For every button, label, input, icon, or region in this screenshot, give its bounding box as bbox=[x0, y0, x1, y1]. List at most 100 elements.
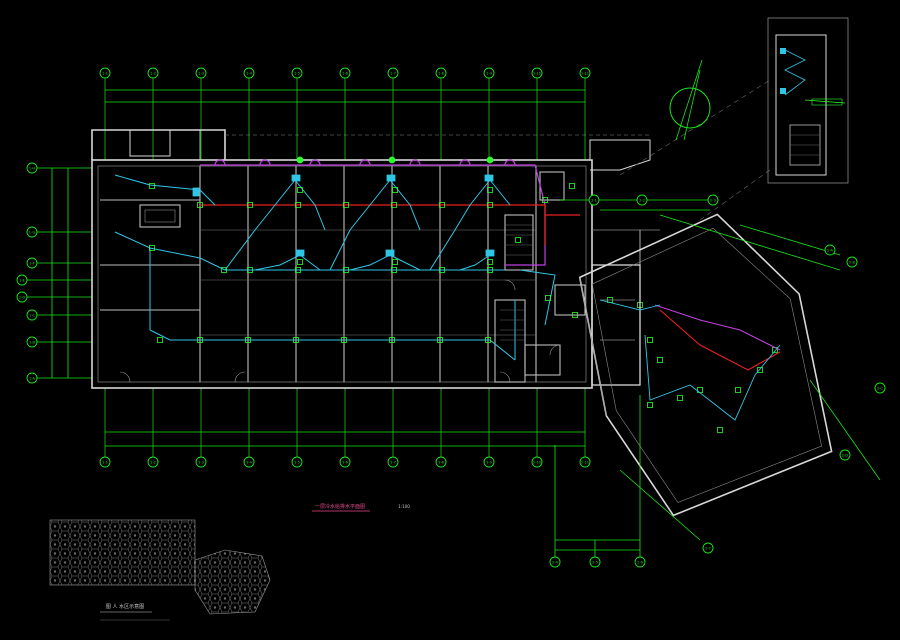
fixture-marker bbox=[487, 267, 493, 273]
axis-bubble-wing: 2-1 bbox=[588, 194, 600, 206]
axis-label: 1-8 bbox=[438, 461, 445, 465]
axis-bubble-top: 1-5 bbox=[291, 67, 303, 160]
fixture-marker bbox=[542, 197, 548, 203]
hatch-legend: 图 人 水区示意图 bbox=[49, 519, 271, 621]
axis-bubble-top: 1-11 bbox=[579, 67, 591, 160]
fixture-marker bbox=[392, 187, 398, 193]
fixture-marker bbox=[657, 357, 663, 363]
axis-label: 1-7 bbox=[390, 72, 396, 76]
axis-bubble-top: 1-6 bbox=[339, 67, 351, 160]
axis-bubble-wing: 2-4 bbox=[549, 556, 561, 568]
axis-label: 2-5 bbox=[592, 561, 598, 565]
axis-bubble-left: 1-A bbox=[26, 372, 92, 384]
axis-label: 1-11 bbox=[581, 72, 589, 76]
fixture-marker bbox=[439, 267, 445, 273]
fixture-markers bbox=[149, 183, 778, 433]
fixture-marker bbox=[439, 202, 445, 208]
fixture-marker bbox=[569, 183, 575, 189]
fixture-marker bbox=[647, 402, 653, 408]
fixture-marker bbox=[245, 337, 251, 343]
axis-bubble-wing: 2-7 bbox=[702, 542, 714, 554]
axis-bubble-left: 1-B bbox=[26, 336, 92, 348]
axis-bubble-wing: 2-6 bbox=[634, 556, 646, 568]
axis-bubble-left: 1-E bbox=[16, 274, 92, 286]
drawing-scale: 1:100 bbox=[398, 504, 410, 509]
axis-label: 1-G bbox=[29, 231, 36, 235]
axis-label: 1-10 bbox=[533, 461, 542, 465]
axis-bubble-left: 1-H bbox=[26, 162, 92, 174]
axis-label: 1-9 bbox=[486, 461, 493, 465]
axis-bubble-bottom: 1-7 bbox=[387, 388, 399, 468]
axis-bubble-bottom: 1-3 bbox=[195, 388, 207, 468]
fixture-marker bbox=[297, 259, 303, 265]
axis-bubble-top: 1-9 bbox=[483, 67, 495, 160]
fixture-marker bbox=[487, 187, 493, 193]
axis-bubble-top: 1-2 bbox=[147, 67, 159, 160]
fixture-marker bbox=[295, 202, 301, 208]
axis-label: 1-3 bbox=[198, 461, 204, 465]
axis-label: 2-D bbox=[842, 454, 849, 458]
axis-label: 1-11 bbox=[581, 461, 589, 465]
left-dimension-chain bbox=[51, 168, 69, 378]
fixture-marker bbox=[293, 337, 299, 343]
wing-pipes bbox=[599, 299, 781, 421]
axis-label: 1-4 bbox=[246, 461, 253, 465]
legend-title: 图 人 水区示意图 bbox=[106, 603, 144, 610]
axis-bubble-top: 1-7 bbox=[387, 67, 399, 160]
axis-label: 2-C bbox=[877, 387, 884, 391]
fixture-marker bbox=[437, 337, 443, 343]
main-building-walls bbox=[91, 129, 651, 389]
door-swings bbox=[119, 279, 561, 383]
axis-bubble-bottom: 1-11 bbox=[579, 388, 591, 468]
fixture-marker bbox=[391, 267, 397, 273]
fixture-marker bbox=[735, 387, 741, 393]
interior-walls bbox=[100, 166, 586, 383]
connector-walls bbox=[591, 229, 660, 386]
drawing-title: 一层冷水给排水平面图 bbox=[315, 503, 365, 510]
axis-label: 1-F bbox=[29, 262, 35, 266]
drawing-title-block: 一层冷水给排水平面图 1:100 bbox=[312, 503, 410, 512]
axis-label: 1-C bbox=[29, 314, 36, 318]
fixture-marker bbox=[247, 202, 253, 208]
axis-label: 1-5 bbox=[294, 72, 300, 76]
axis-bubble-wing: 2-D bbox=[839, 449, 851, 461]
axis-label: 1-6 bbox=[342, 461, 349, 465]
fixture-marker bbox=[221, 267, 227, 273]
fixture-marker bbox=[341, 337, 347, 343]
axis-label: 1-9 bbox=[486, 72, 493, 76]
axis-bubble-wing: 2-B bbox=[846, 256, 858, 268]
axis-bubble-bottom: 1-6 bbox=[339, 388, 351, 468]
axis-label: 1-H bbox=[29, 167, 36, 171]
bottom-dimension-chain bbox=[105, 431, 585, 447]
north-arrow bbox=[669, 59, 711, 141]
axis-label: 2-B bbox=[849, 261, 855, 265]
axis-bubble-left: 1-D bbox=[16, 291, 92, 303]
fixture-marker bbox=[572, 312, 578, 318]
fixture-marker bbox=[545, 295, 551, 301]
axis-label: 1-2 bbox=[150, 461, 156, 465]
fixture-marker bbox=[343, 267, 349, 273]
axis-label: 1-1 bbox=[102, 461, 108, 465]
fixture-marker bbox=[297, 187, 303, 193]
axis-bubble-top: 1-1 bbox=[99, 67, 111, 160]
axis-label: 2-6 bbox=[637, 561, 644, 565]
fixture-marker bbox=[149, 183, 155, 189]
axis-bubble-top: 1-4 bbox=[243, 67, 255, 160]
axis-bubble-wing: 2-5 bbox=[589, 556, 601, 568]
axis-bubble-bottom: 1-5 bbox=[291, 388, 303, 468]
detail-leader bbox=[619, 79, 771, 221]
axis-bubble-bottom: 1-9 bbox=[483, 388, 495, 468]
axis-label: 1-D bbox=[19, 296, 26, 300]
wing-axis-lines bbox=[554, 199, 881, 560]
axis-label: 1-4 bbox=[246, 72, 253, 76]
axis-label: 2-4 bbox=[552, 561, 559, 565]
angled-wing bbox=[578, 213, 833, 517]
axis-label: 1-1 bbox=[102, 72, 108, 76]
fixture-marker bbox=[389, 337, 395, 343]
axis-bubble-top: 1-10 bbox=[531, 67, 543, 160]
axis-label: 2-2 bbox=[639, 199, 645, 203]
axis-label: 2-7 bbox=[705, 547, 711, 551]
sink-fixtures bbox=[192, 156, 495, 257]
